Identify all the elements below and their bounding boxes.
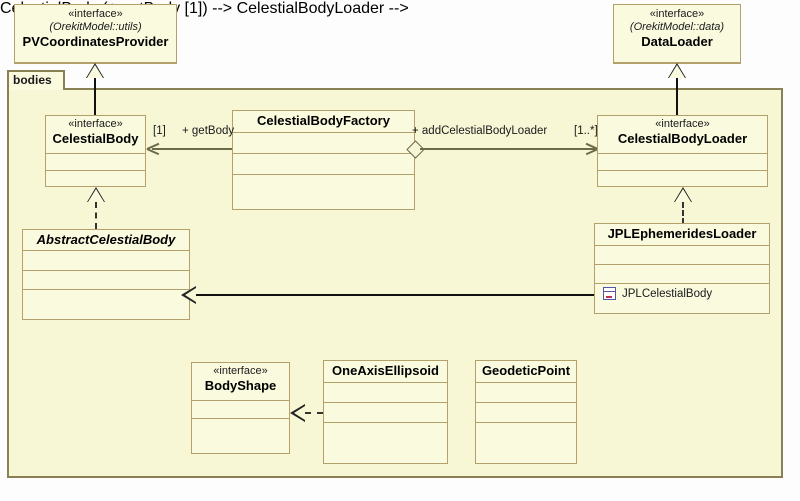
list-item-jplcelestialbody[interactable]: JPLCelestialBody [595,284,769,300]
generalization-celestialbodyloader-to-dataloader [676,78,678,115]
extra-compartment [23,290,189,319]
association-label-addcelestialbodyloader: + addCelestialBodyLoader [412,125,548,137]
class-name-label: GeodeticPoint [481,363,571,378]
association-multiplicity-addcelestialbodyloader: [1..*] [574,125,598,137]
generalization-arrowhead-fill [669,65,685,78]
association-label-getbody: + getBody [182,125,235,137]
class-name-label: CelestialBodyLoader [617,131,748,147]
class-box-celestialbodyfactory[interactable]: CelestialBodyFactory [232,110,415,210]
attributes-compartment [233,133,414,154]
extra-compartment [233,175,414,209]
extra-compartment [324,423,447,463]
package-qualifier-label: (OrekitModel::utils) [49,21,142,34]
operations-compartment [324,403,447,423]
class-box-oneaxisellipsoid[interactable]: OneAxisEllipsoid [323,360,448,464]
stereotype-label: «interface» [649,8,705,20]
realization-arrowhead-left-fill [294,406,305,420]
attributes-compartment [595,246,769,265]
class-header: OneAxisEllipsoid [324,361,447,383]
class-header: «interface» CelestialBodyLoader [598,116,767,154]
class-box-bodyshape[interactable]: «interface» BodyShape [191,362,290,454]
association-getbody-line [152,148,232,150]
stereotype-label: «interface» [213,365,268,377]
class-header: GeodeticPoint [476,361,576,383]
realization-arrowhead-fill [675,189,691,202]
realization-oneaxisellipsoid-to-bodyshape [305,412,323,414]
stereotype-label: «interface» [68,8,123,20]
attributes-compartment [46,154,145,171]
class-header: AbstractCelestialBody [23,230,189,251]
realization-abstractcelestialbody-to-celestialbody [95,202,97,229]
operations-compartment [598,171,767,188]
class-name-label: DataLoader [641,34,713,50]
realization-arrowhead-fill [88,189,104,202]
package-qualifier-label: (OrekitModel::data) [629,21,725,34]
nested-members-compartment: JPLCelestialBody [595,284,769,313]
generalization-arrowhead-fill [87,65,103,78]
class-box-dataloader[interactable]: «interface» (OrekitModel::data) DataLoad… [613,4,741,64]
attributes-compartment [598,154,767,171]
association-arrowhead-left [147,142,159,154]
class-header: «interface» CelestialBody [46,116,145,154]
class-box-geodeticpoint[interactable]: GeodeticPoint [475,360,577,464]
operations-compartment [23,271,189,290]
class-box-jplephemeridesloader[interactable]: JPLEphemeridesLoader JPLCelestialBody [594,223,770,314]
generalization-celestialbody-to-pvcoordinatesprovider [94,78,96,115]
class-name-label: BodyShape [204,378,277,394]
generalization-arrowhead-left-fill [185,288,196,302]
class-icon [603,287,616,300]
class-name-label: JPLEphemeridesLoader [607,226,757,241]
attributes-compartment [476,383,576,403]
operations-compartment [595,265,769,284]
package-name-label: bodies [13,73,52,87]
operations-compartment [476,403,576,423]
attributes-compartment [324,383,447,403]
operations-compartment [46,171,145,188]
class-box-pvcoordinatesprovider[interactable]: «interface» (OrekitModel::utils) PVCoord… [14,4,177,64]
class-box-celestialbody[interactable]: «interface» CelestialBody [45,115,146,187]
attributes-compartment [23,251,189,271]
operations-compartment [233,154,414,175]
class-name-label: CelestialBodyFactory [257,113,390,128]
class-name-label: CelestialBody [52,131,139,147]
class-box-abstractcelestialbody[interactable]: AbstractCelestialBody [22,229,190,320]
extra-compartment [476,423,576,463]
stereotype-label: «interface» [655,118,710,130]
class-header: CelestialBodyFactory [233,111,414,133]
stereotype-label: «interface» [68,118,123,130]
operations-compartment [192,419,289,453]
package-tab [7,70,65,90]
class-box-celestialbodyloader[interactable]: «interface» CelestialBodyLoader [597,115,768,187]
member-label: JPLCelestialBody [622,287,713,300]
realization-jplephemeridesloader-to-celestialbodyloader [682,202,684,224]
association-addcelestialbodyloader-line [420,148,596,150]
class-header: «interface» BodyShape [192,363,289,401]
class-name-label: OneAxisEllipsoid [332,363,439,378]
generalization-jplcelestialbody-to-abstractcelestialbody [196,294,594,296]
association-multiplicity-getbody: [1] [153,125,166,137]
attributes-compartment [192,401,289,419]
class-header: «interface» (OrekitModel::data) DataLoad… [614,5,740,63]
class-header: JPLEphemeridesLoader [595,224,769,246]
class-name-label: PVCoordinatesProvider [22,34,169,50]
class-name-label: AbstractCelestialBody [36,232,176,247]
class-header: «interface» (OrekitModel::utils) PVCoord… [15,5,176,63]
